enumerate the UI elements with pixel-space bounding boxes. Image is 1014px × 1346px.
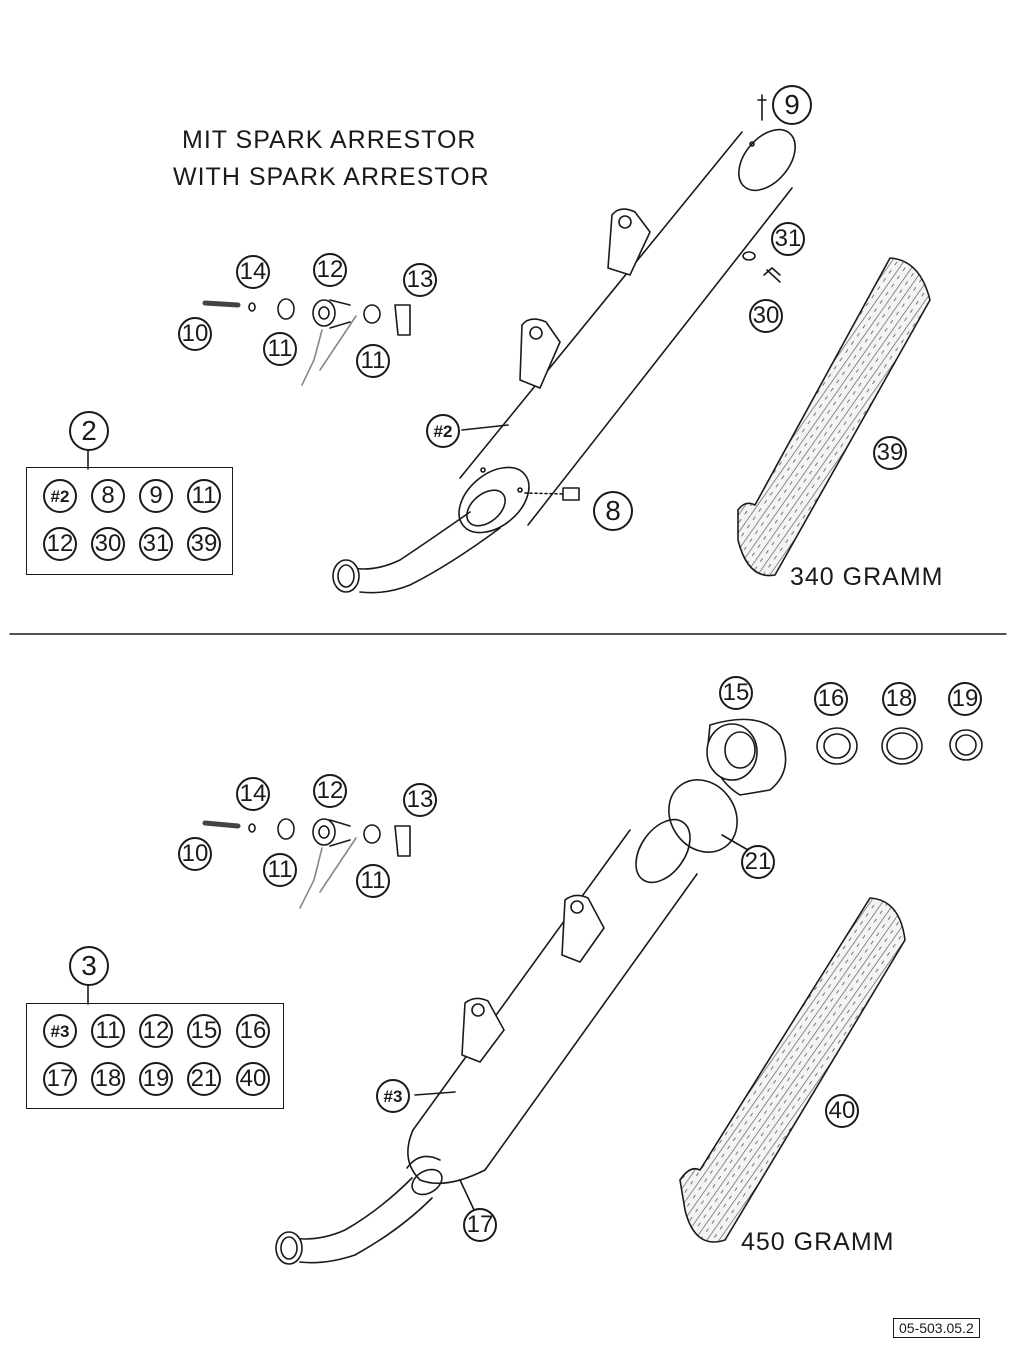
callout-31: 31 bbox=[771, 222, 805, 256]
kit-3-item: #3 bbox=[43, 1014, 77, 1048]
kit-2-box bbox=[26, 467, 233, 575]
callout-14: 14 bbox=[236, 777, 270, 811]
muffler-bottom bbox=[275, 818, 698, 1265]
weight-label-bottom: 450 GRAMM bbox=[741, 1228, 895, 1256]
kit-3-item: 40 bbox=[236, 1062, 270, 1096]
callout-19: 19 bbox=[948, 682, 982, 716]
kit-2-item: 39 bbox=[187, 527, 221, 561]
callout-main-2: #2 bbox=[426, 414, 460, 448]
kit-3-item: 17 bbox=[43, 1062, 77, 1096]
kit-2-item: 30 bbox=[91, 527, 125, 561]
kit-2-item: 9 bbox=[139, 479, 173, 513]
title-german: MIT SPARK ARRESTOR bbox=[182, 126, 477, 154]
kit-2-item: #2 bbox=[43, 479, 77, 513]
callout-39: 39 bbox=[873, 436, 907, 470]
muffler-top bbox=[332, 128, 796, 594]
kit-3-item: 21 bbox=[187, 1062, 221, 1096]
callout-18: 18 bbox=[882, 682, 916, 716]
callout-11-right: 11 bbox=[356, 344, 390, 378]
kit-2-label: 2 bbox=[69, 411, 109, 451]
callout-10: 10 bbox=[178, 837, 212, 871]
heat-shield-39 bbox=[737, 257, 931, 577]
end-cap-15 bbox=[706, 718, 787, 796]
kit-2-item: 8 bbox=[91, 479, 125, 513]
kit-3-item: 18 bbox=[91, 1062, 125, 1096]
weight-label-top: 340 GRAMM bbox=[790, 563, 944, 591]
callout-11-left: 11 bbox=[263, 332, 297, 366]
kit-3-item: 15 bbox=[187, 1014, 221, 1048]
callout-40: 40 bbox=[825, 1094, 859, 1128]
callout-21: 21 bbox=[741, 845, 775, 879]
callout-14: 14 bbox=[236, 255, 270, 289]
callout-15: 15 bbox=[719, 676, 753, 710]
callout-main-3: #3 bbox=[376, 1079, 410, 1113]
callout-30: 30 bbox=[749, 299, 783, 333]
callout-9: 9 bbox=[772, 85, 812, 125]
heat-shield-40 bbox=[679, 897, 906, 1243]
kit-3-box bbox=[26, 1003, 284, 1109]
kit-2-item: 31 bbox=[139, 527, 173, 561]
callout-17: 17 bbox=[463, 1208, 497, 1242]
kit-3-item: 12 bbox=[139, 1014, 173, 1048]
kit-3-label: 3 bbox=[69, 946, 109, 986]
callout-11-left: 11 bbox=[263, 853, 297, 887]
callout-8: 8 bbox=[593, 491, 633, 531]
figure-reference: 05-503.05.2 bbox=[893, 1318, 980, 1338]
kit-2-item: 12 bbox=[43, 527, 77, 561]
kit-2-item: 11 bbox=[187, 479, 221, 513]
callout-10: 10 bbox=[178, 317, 212, 351]
kit-3-item: 16 bbox=[236, 1014, 270, 1048]
callout-11-right: 11 bbox=[356, 864, 390, 898]
title-english: WITH SPARK ARRESTOR bbox=[173, 163, 490, 191]
kit-3-item: 11 bbox=[91, 1014, 125, 1048]
callout-13: 13 bbox=[403, 263, 437, 297]
callout-12: 12 bbox=[313, 253, 347, 287]
callout-12: 12 bbox=[313, 774, 347, 808]
callout-13: 13 bbox=[403, 783, 437, 817]
kit-3-item: 19 bbox=[139, 1062, 173, 1096]
callout-16: 16 bbox=[814, 682, 848, 716]
